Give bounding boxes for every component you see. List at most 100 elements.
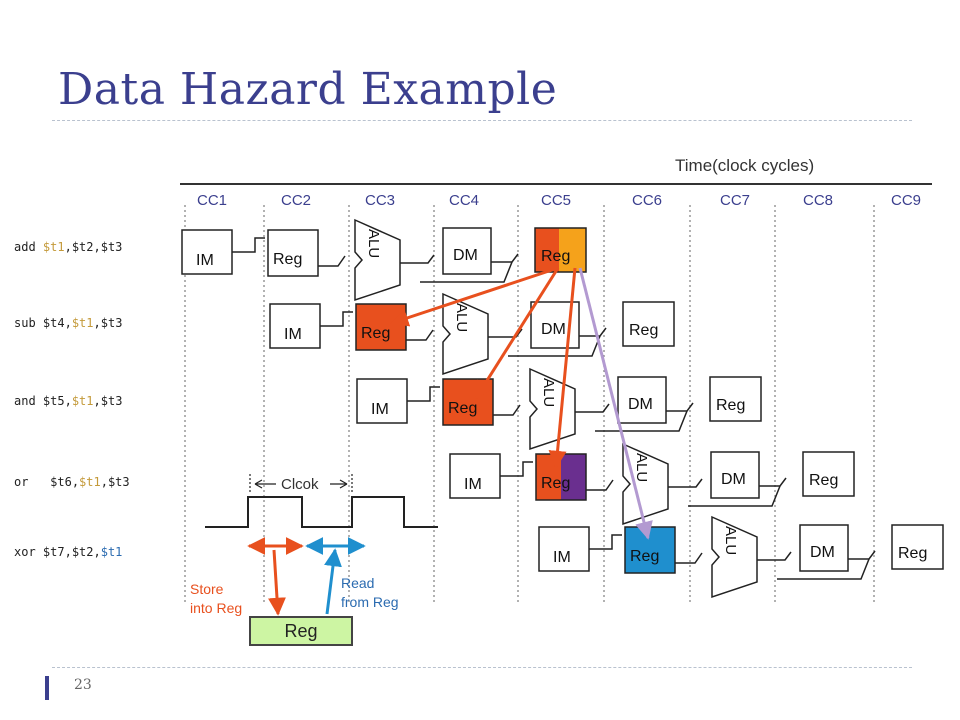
im-label: IM <box>284 326 302 343</box>
slide-title: Data Hazard Example <box>58 64 558 115</box>
time-axis-label: Time(clock cycles) <box>675 156 815 175</box>
reg-read-box <box>267 229 319 277</box>
alu-label: ALU <box>365 229 382 258</box>
dm-label: DM <box>721 471 746 488</box>
connector <box>589 534 622 550</box>
cycle-label-cc2: CC2 <box>281 192 312 209</box>
reg-write-box <box>535 228 559 272</box>
reg-label: Reg <box>630 548 659 565</box>
connector <box>232 237 265 253</box>
reg-label: Reg <box>898 545 927 562</box>
page-marker <box>45 676 49 700</box>
bypass-line <box>777 558 870 580</box>
bypass-line <box>420 261 513 283</box>
dm-label: DM <box>541 321 566 338</box>
instruction-and: and $t5,$t1,$t3 <box>14 394 123 408</box>
alu-label: ALU <box>633 453 650 482</box>
reg-write-box <box>622 301 675 347</box>
reg-label: Reg <box>629 322 658 339</box>
read-from-reg-arrow <box>324 548 342 615</box>
cycle-label-cc8: CC8 <box>803 192 834 209</box>
connector <box>406 329 434 341</box>
dm-box <box>710 451 760 499</box>
im-label: IM <box>464 476 482 493</box>
connector <box>666 402 694 412</box>
connector <box>320 311 353 327</box>
cycle-label-cc6: CC6 <box>632 192 663 209</box>
hazard-arrow <box>390 266 559 327</box>
cycle-label-cc7: CC7 <box>720 192 751 209</box>
clock-bracket-arrow <box>330 479 348 489</box>
im-box <box>449 453 501 499</box>
hazard-arrow <box>474 267 560 400</box>
dm-label: DM <box>453 247 478 264</box>
alu-unit <box>354 218 401 302</box>
instruction-xor: xor $t7,$t2,$t1 <box>14 545 123 559</box>
im-label: IM <box>371 401 389 418</box>
register-file-box: Reg <box>249 616 353 646</box>
cycle-label-cc5: CC5 <box>541 192 572 209</box>
reg-write-box <box>709 376 762 422</box>
connector <box>318 255 346 267</box>
reg-write-box <box>891 524 944 570</box>
reg-write-box <box>534 227 587 273</box>
page-number: 23 <box>74 677 92 693</box>
alu-label: ALU <box>540 378 557 407</box>
connector <box>493 404 521 416</box>
cycle-label-cc4: CC4 <box>449 192 480 209</box>
reg-write-box <box>559 228 586 272</box>
reg-label: Reg <box>541 475 570 492</box>
alu-unit <box>711 515 758 599</box>
clock-bracket-arrow <box>254 479 276 489</box>
reg-label: Reg <box>716 397 745 414</box>
im-box <box>356 378 408 424</box>
connector <box>586 479 614 491</box>
connector <box>579 327 607 337</box>
alu-unit <box>442 292 489 376</box>
cycle-label-cc1: CC1 <box>197 192 228 209</box>
clock-label: Clcok <box>281 476 319 493</box>
pipeline-row-4: IM Reg ALU DM Reg <box>449 442 855 526</box>
im-label: IM <box>553 549 571 566</box>
title-divider <box>52 120 912 121</box>
clock-waveform <box>205 496 438 528</box>
alu-unit <box>622 442 669 526</box>
connector <box>668 478 703 488</box>
alu-label: ALU <box>453 303 470 332</box>
im-label: IM <box>196 252 214 269</box>
instruction-sub: sub $t4,$t1,$t3 <box>14 316 123 330</box>
connector <box>407 386 440 402</box>
time-axis-line <box>180 183 932 185</box>
reg-label: Reg <box>448 400 477 417</box>
hazard-arrow <box>548 267 577 469</box>
connector <box>759 477 787 487</box>
bypass-line <box>688 485 781 507</box>
cycle-label-cc9: CC9 <box>891 192 922 209</box>
reg-label: Reg <box>809 472 838 489</box>
store-into-reg-arrow <box>268 549 286 616</box>
connector <box>757 551 792 561</box>
dm-label: DM <box>810 544 835 561</box>
connector <box>675 552 703 564</box>
im-box <box>181 229 233 275</box>
hazard-arrow <box>578 267 653 540</box>
pipeline-row-5: IM Reg ALU DM Reg <box>538 515 944 599</box>
dm-box <box>799 524 849 572</box>
instruction-add: add $t1,$t2,$t3 <box>14 240 123 254</box>
dm-box <box>442 227 492 275</box>
im-box <box>269 303 321 349</box>
connector <box>500 461 533 477</box>
instruction-or: or $t6,$t1,$t3 <box>14 475 130 489</box>
connector <box>491 253 519 263</box>
dm-box <box>617 376 667 424</box>
reg-label: Reg <box>541 248 570 265</box>
connector <box>575 403 610 413</box>
alu-label: ALU <box>722 526 739 555</box>
reg-write-box <box>802 451 855 497</box>
